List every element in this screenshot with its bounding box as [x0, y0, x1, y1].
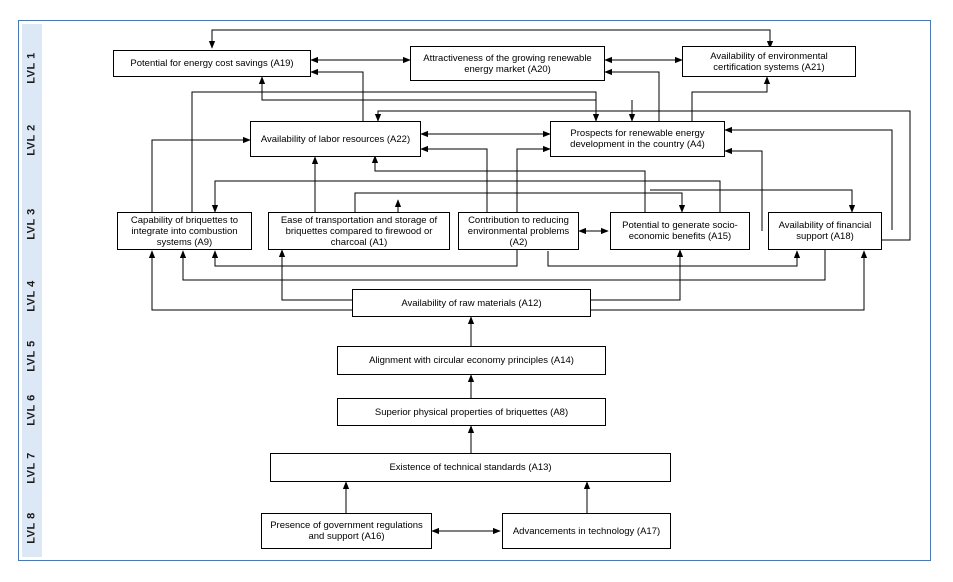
node-a18: Availability of financial support (A18) [768, 212, 882, 250]
node-a1: Ease of transportation and storage of br… [268, 212, 450, 250]
edge-a12-a18 [591, 250, 868, 311]
node-a16: Presence of government regulations and s… [261, 513, 432, 549]
node-a12: Availability of raw materials (A12) [352, 289, 591, 317]
edge-bus-a18 [650, 189, 856, 213]
node-a20: Attractiveness of the growing renewable … [410, 46, 605, 81]
node-a21: Availability of environmental certificat… [682, 46, 856, 77]
edge-a4-a20 [604, 68, 660, 121]
diagram-frame [18, 20, 931, 561]
edge-a9-a4-route [191, 91, 600, 212]
node-a19: Potential for energy cost savings (A19) [113, 50, 311, 77]
node-a9: Capability of briquettes to integrate in… [117, 212, 252, 250]
edge-a4-a21 [691, 76, 771, 121]
node-a4: Prospects for renewable energy developme… [550, 121, 725, 157]
node-a14: Alignment with circular economy principl… [337, 346, 606, 375]
edge-a19-a21 [208, 29, 774, 49]
level-sidebar [22, 24, 42, 557]
edge-a2-a4 [516, 145, 551, 212]
edge-a15-a12-right [591, 249, 684, 301]
edge-a18-a4 [724, 126, 893, 230]
node-a2: Contribution to reducing environmental p… [458, 212, 579, 250]
edge-a9-a22 [151, 136, 251, 212]
edge-a18-a9 [179, 250, 826, 281]
edge-a2-a9 [211, 250, 518, 267]
node-a8: Superior physical properties of briquett… [337, 398, 606, 426]
node-a13: Existence of technical standards (A13) [270, 453, 671, 482]
edge-a2-a18 [547, 250, 801, 267]
edge-a15-a22 [371, 155, 646, 212]
edge-a2-a22 [420, 145, 488, 212]
edge-a4-a19 [258, 76, 596, 101]
edge-a1-a15 [354, 192, 686, 213]
edge-a15-a4 [724, 147, 763, 231]
edge-a4-a9 [211, 180, 721, 213]
edge-a12-a9 [148, 250, 352, 311]
edge-a22-a19 [310, 68, 364, 121]
node-a15: Potential to generate socio-economic ben… [610, 212, 750, 250]
node-a22: Availability of labor resources (A22) [250, 121, 421, 157]
node-a17: Advancements in technology (A17) [502, 513, 671, 549]
edge-a18-a22 [374, 110, 911, 241]
edge-a1-a12-left [278, 249, 352, 301]
